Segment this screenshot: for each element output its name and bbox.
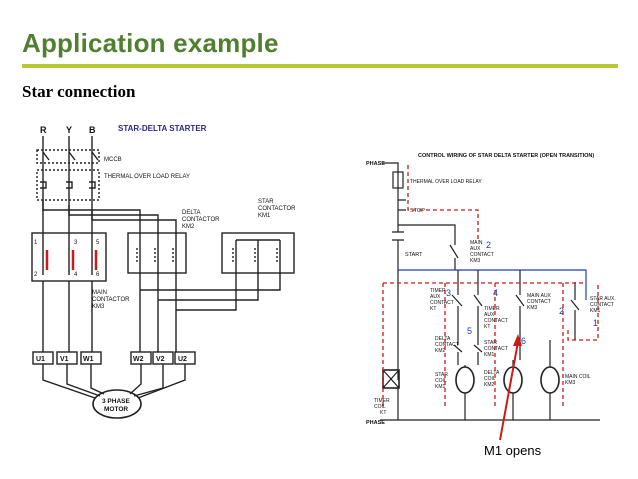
- delta-contactor-label-1: DELTA: [182, 210, 200, 216]
- power-circuit-diagram: R Y B STAR-DELTA STARTER MCCB THERMAL OV…: [31, 124, 296, 419]
- phase-y-label: Y: [66, 125, 72, 135]
- m1-opens-label: M1 opens: [484, 443, 542, 458]
- main-aux2-2: CONTACT: [527, 299, 551, 305]
- timer-aux-1: TIMER: [430, 288, 446, 294]
- terminal-u2: U2: [178, 356, 187, 363]
- delta-coil-1: DELTA: [484, 370, 500, 376]
- control-heading: CONTROL WIRING OF STAR DELTA STARTER (OP…: [418, 153, 594, 159]
- step-5: 5: [467, 326, 472, 336]
- timer-coil-2: COIL: [374, 404, 386, 410]
- timer-coil-1: TIMER: [374, 398, 390, 404]
- main-aux2-3: KM3: [527, 305, 538, 311]
- step-2b: 2: [559, 306, 564, 316]
- step-6: 6: [521, 336, 526, 346]
- motor-label-1: 3 PHASE: [102, 398, 130, 405]
- delta-coil-2: COIL: [484, 376, 496, 382]
- star-contact-2: CONTACT: [484, 346, 508, 352]
- main-aux-1: MAIN: [470, 240, 483, 246]
- main-aux-4: KM3: [470, 258, 481, 264]
- main-pole-5: 5: [96, 240, 100, 246]
- main-contactor-label-2: CONTACTOR: [92, 297, 130, 303]
- annotation-arrow: [499, 334, 522, 441]
- main-aux-2: AUX: [470, 246, 481, 252]
- slide-subtitle: Star connection: [22, 82, 136, 101]
- step-3: 3: [446, 288, 451, 298]
- main-pole-1: 1: [34, 240, 38, 246]
- mccb-label: MCCB: [104, 157, 122, 163]
- slide-title: Application example: [22, 28, 279, 58]
- stop-label: STOP: [410, 208, 425, 214]
- phase-b-label: B: [89, 125, 96, 135]
- star-aux-2: CONTACT: [590, 302, 614, 308]
- star-coil-3: KM1: [435, 384, 446, 390]
- main-contactor-label-3: KM3: [92, 304, 105, 310]
- left-overload-label: THERMAL OVER LOAD RELAY: [104, 174, 190, 180]
- main-aux-3: CONTACT: [470, 252, 494, 258]
- star-coil-2: COIL: [435, 378, 447, 384]
- step-2: 2: [486, 240, 491, 250]
- main-contactor-label-1: MAIN: [92, 290, 107, 296]
- terminal-w2: W2: [133, 356, 144, 363]
- star-contactor-label-2: CONTACTOR: [258, 206, 296, 212]
- star-aux-3: KM1: [590, 308, 601, 314]
- control-overload-label: THERMAL OVER LOAD RELAY: [410, 179, 482, 185]
- terminal-v2: V2: [156, 356, 165, 363]
- phase-r-label: R: [40, 125, 47, 135]
- timer-aux-4: KT: [430, 306, 436, 312]
- star-contact-3: KM1: [484, 352, 495, 358]
- delta-contact-1: DELTA: [435, 336, 451, 342]
- left-diagram-heading: STAR-DELTA STARTER: [118, 124, 207, 133]
- timer-coil-3: KT: [380, 410, 386, 416]
- terminal-v1: V1: [60, 356, 69, 363]
- timer-aux2-1: TIMER: [484, 306, 500, 312]
- star-contactor-label-3: KM1: [258, 213, 271, 219]
- timer-aux-2: AUX: [430, 294, 441, 300]
- timer-aux-3: CONTACT: [430, 300, 454, 306]
- delta-contactor-label-2: CONTACTOR: [182, 217, 220, 223]
- main-aux2-1: MAIN AUX: [527, 293, 552, 299]
- main-pole-2: 2: [34, 272, 38, 278]
- motor-label-2: MOTOR: [104, 406, 128, 413]
- delta-contactor-label-3: KM2: [182, 224, 195, 230]
- delta-contact-3: KM2: [435, 348, 446, 354]
- star-aux-1: STAR AUX.: [590, 296, 616, 302]
- phase-bottom-label: PHASE: [366, 420, 385, 426]
- main-pole-3: 3: [74, 240, 78, 246]
- main-pole-4: 4: [74, 272, 78, 278]
- star-coil-1: STAR: [435, 372, 448, 378]
- delta-coil-3: KM2: [484, 382, 495, 388]
- timer-aux2-3: CONTACT: [484, 318, 508, 324]
- step-1: 1: [593, 318, 598, 328]
- star-contactor-label-1: STAR: [258, 199, 274, 205]
- timer-aux2-4: KT: [484, 324, 490, 330]
- main-pole-6: 6: [96, 272, 100, 278]
- star-contact-1: STAR: [484, 340, 497, 346]
- current-path-overlay: [382, 165, 599, 408]
- title-rule: [22, 64, 618, 68]
- main-coil-2: KM3: [565, 380, 576, 386]
- phase-top-label: PHASE: [366, 161, 385, 167]
- terminal-w1: W1: [83, 356, 94, 363]
- delta-contact-2: CONTACT: [435, 342, 459, 348]
- timer-aux2-2: AUX: [484, 312, 495, 318]
- terminal-u1: U1: [36, 356, 45, 363]
- start-label: START: [405, 252, 423, 258]
- step-4: 4: [493, 288, 498, 298]
- control-wiring-diagram: CONTROL WIRING OF STAR DELTA STARTER (OP…: [366, 153, 616, 426]
- main-coil-1: MAIN COIL: [565, 374, 591, 380]
